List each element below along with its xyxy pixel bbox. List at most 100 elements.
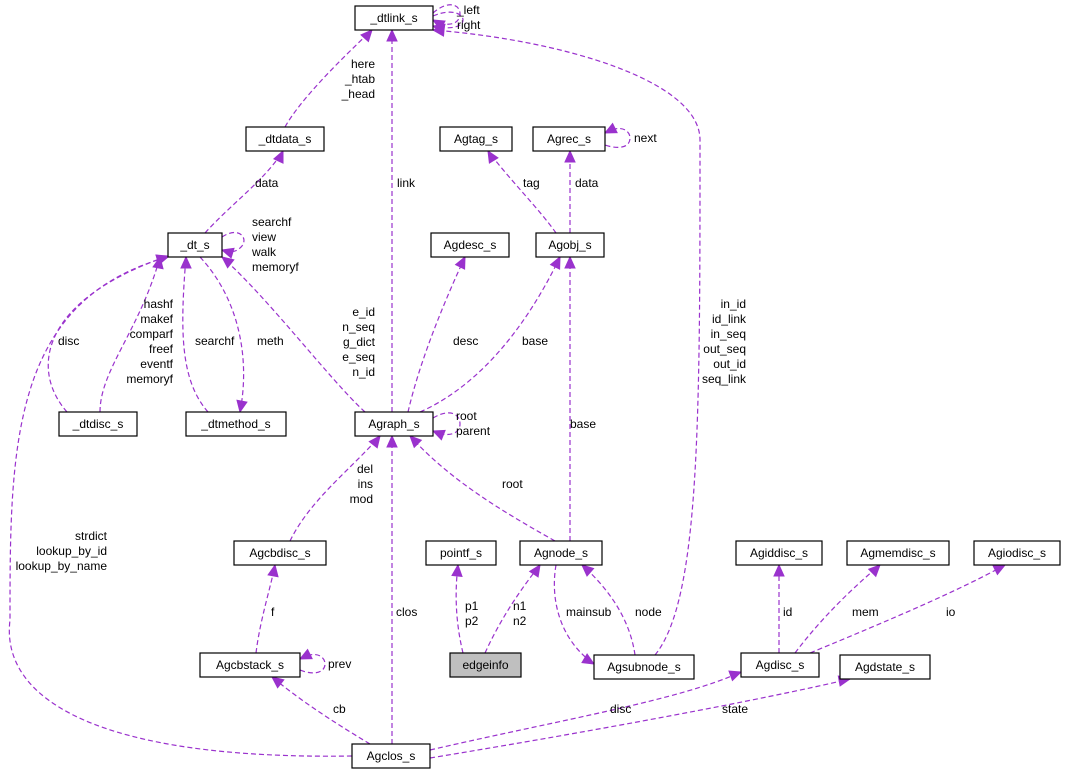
edge-agdisc-agiodisc [809, 564, 1007, 654]
edge-agclos-agcbstack [271, 676, 371, 745]
edge-line [432, 11, 464, 29]
edge-label-line: base [570, 417, 596, 431]
edge-label-dt-dtmethod-searchf: searchf [195, 334, 235, 348]
node-label: edgeinfo [462, 658, 508, 672]
node-dtdata-s[interactable]: _dtdata_s [245, 126, 325, 152]
edge-label-line: memoryf [252, 260, 299, 274]
node-agraph-s[interactable]: Agraph_s [354, 411, 434, 437]
edge-line [289, 435, 381, 542]
edge-label-line: comparf [130, 327, 174, 341]
node-box [973, 540, 1061, 566]
node-dtdisc-s[interactable]: _dtdisc_s [58, 411, 138, 437]
edge-line [809, 564, 1006, 654]
arrow-head [368, 435, 381, 449]
node-label: _dtdisc_s [72, 417, 124, 431]
edge-agraph-agobj [419, 255, 561, 413]
arrow-head [431, 25, 445, 37]
arrow-head [728, 670, 743, 682]
edge-label-line: out_id [713, 357, 746, 371]
node-agdisc-s[interactable]: Agdisc_s [740, 652, 820, 678]
node-agrec-s[interactable]: Agrec_s [532, 126, 606, 152]
arrow-head [992, 564, 1007, 576]
node-dtlink-s[interactable]: _dtlink_s [354, 5, 434, 31]
node-label: Agdesc_s [444, 238, 497, 252]
node-dtmethod-s[interactable]: _dtmethod_s [185, 411, 287, 437]
edge-label-line: clos [396, 605, 417, 619]
node-pointf-s[interactable]: pointf_s [425, 540, 497, 566]
node-agdesc-s[interactable]: Agdesc_s [430, 232, 510, 258]
edge-label-line: searchf [195, 334, 235, 348]
arrow-head [773, 563, 785, 577]
node-agcbdisc-s[interactable]: Agcbdisc_s [233, 540, 327, 566]
node-agiddisc-s[interactable]: Agiddisc_s [735, 540, 823, 566]
edge-dtmethod-dt [180, 255, 209, 413]
node-label: Agtag_s [454, 132, 498, 146]
arrow-head [220, 247, 235, 259]
edge-label-line: lookup_by_name [16, 559, 108, 573]
node-label: Agdisc_s [756, 658, 805, 672]
node-agiodisc-s[interactable]: Agiodisc_s [973, 540, 1061, 566]
edge-label-line: mem [852, 605, 879, 619]
node-agtag-s[interactable]: Agtag_s [439, 126, 513, 152]
edge-agclos-agdisc [429, 670, 743, 751]
edge-label-agdisc-io: io [946, 605, 956, 619]
edge-label-line: node [635, 605, 662, 619]
edge-agdisc-agiddisc [773, 563, 785, 653]
node-agcbstack-s[interactable]: Agcbstack_s [199, 652, 301, 678]
edge-label-line: desc [453, 334, 478, 348]
edge-label-line: e_seq [342, 350, 375, 364]
edge-label-line: in_id [721, 297, 746, 311]
edge-line [221, 256, 366, 413]
node-agmemdisc-s[interactable]: Agmemdisc_s [846, 540, 950, 566]
edge-label-agrec-self: next [634, 131, 657, 145]
edge-label-line: _left [456, 3, 480, 17]
node-agobj-s[interactable]: Agobj_s [535, 232, 605, 258]
edge-label-line: p1 [465, 599, 479, 613]
arrow-head [267, 563, 279, 578]
edge-label-line: right [457, 18, 481, 32]
node-agclos-s[interactable]: Agclos_s [351, 743, 431, 769]
edge-line [432, 412, 461, 436]
edge-label-line: id [783, 605, 792, 619]
arrow-head [487, 149, 499, 164]
node-dt-s[interactable]: _dt_s [167, 232, 223, 258]
edge-label-line: state [722, 702, 748, 716]
edge-line [429, 671, 742, 751]
node-box [58, 411, 138, 437]
node-edgeinfo[interactable]: edgeinfo [449, 652, 522, 678]
edge-agrec-self [603, 122, 631, 148]
edge-label-line: lookup_by_id [36, 544, 107, 558]
edge-label-line: _head [341, 87, 375, 101]
edge-agobj-agrec [564, 149, 576, 233]
edge-line [182, 256, 209, 413]
node-label: Agclos_s [367, 749, 416, 763]
edges-layer [8, 4, 1007, 759]
node-box [245, 126, 325, 152]
edge-label-line: f [271, 605, 275, 619]
arrow-head [221, 256, 235, 269]
edge-label-agobj-data: data [575, 176, 599, 190]
edge-line [604, 127, 631, 148]
edge-line [419, 256, 561, 413]
edge-line [429, 678, 851, 759]
edge-label-line: hashf [144, 297, 174, 311]
node-agnode-s[interactable]: Agnode_s [519, 540, 603, 566]
node-agsubnode-s[interactable]: Agsubnode_s [593, 654, 695, 680]
node-label: Agiddisc_s [750, 546, 808, 560]
node-label: Agcbstack_s [216, 658, 284, 672]
edge-agclos-dt [8, 254, 353, 757]
edge-label-line: data [255, 176, 279, 190]
node-label: Agmemdisc_s [860, 546, 935, 560]
edge-label-line: disc [58, 334, 79, 348]
edge-label-line: makef [140, 312, 173, 326]
edge-label-line: in_seq [711, 327, 746, 341]
edge-label-line: n1 [513, 599, 527, 613]
arrow-head [272, 149, 284, 164]
node-agdstate-s[interactable]: Agdstate_s [839, 654, 931, 680]
edge-dt-dtdata [204, 149, 284, 234]
edge-line [271, 676, 371, 745]
